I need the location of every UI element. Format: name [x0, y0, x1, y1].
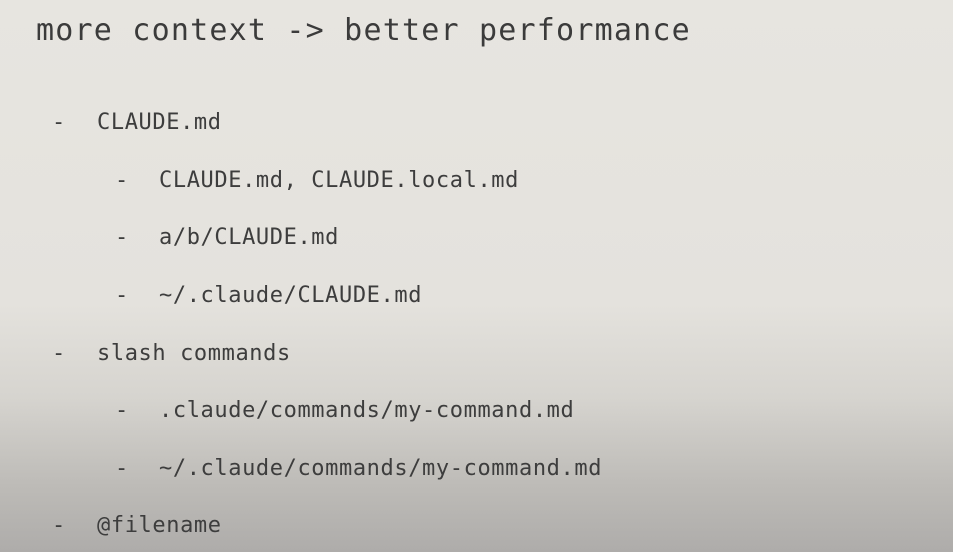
list-item-text: @filename — [97, 513, 222, 538]
bullet-dash: - — [52, 341, 66, 366]
list-item-text: CLAUDE.md — [97, 110, 222, 135]
bullet-dash: - — [52, 513, 66, 538]
list-item-text: ~/.claude/CLAUDE.md — [159, 283, 423, 308]
list-item-text: CLAUDE.md, CLAUDE.local.md — [159, 168, 519, 193]
list-item-text: slash commands — [97, 341, 291, 366]
list-item-claude-md: - CLAUDE.md — [52, 108, 222, 138]
bullet-dash: - — [115, 283, 129, 308]
list-subitem-nested-claude: - a/b/CLAUDE.md — [115, 223, 339, 253]
list-subitem-home-command: - ~/.claude/commands/my-command.md — [115, 454, 602, 484]
bullet-dash: - — [115, 398, 129, 423]
list-item-slash-commands: - slash commands — [52, 339, 291, 369]
list-subitem-home-claude: - ~/.claude/CLAUDE.md — [115, 281, 422, 311]
list-item-text: a/b/CLAUDE.md — [159, 225, 339, 250]
list-subitem-project-command: - .claude/commands/my-command.md — [115, 396, 574, 426]
list-subitem-claude-local: - CLAUDE.md, CLAUDE.local.md — [115, 166, 519, 196]
bullet-dash: - — [115, 456, 129, 481]
list-item-text: .claude/commands/my-command.md — [159, 398, 575, 423]
bullet-dash: - — [52, 110, 66, 135]
list-item-text: ~/.claude/commands/my-command.md — [159, 456, 603, 481]
bullet-dash: - — [115, 225, 129, 250]
slide-title: more context -> better performance — [36, 13, 691, 48]
bullet-dash: - — [115, 168, 129, 193]
list-item-filename: - @filename — [52, 511, 222, 541]
